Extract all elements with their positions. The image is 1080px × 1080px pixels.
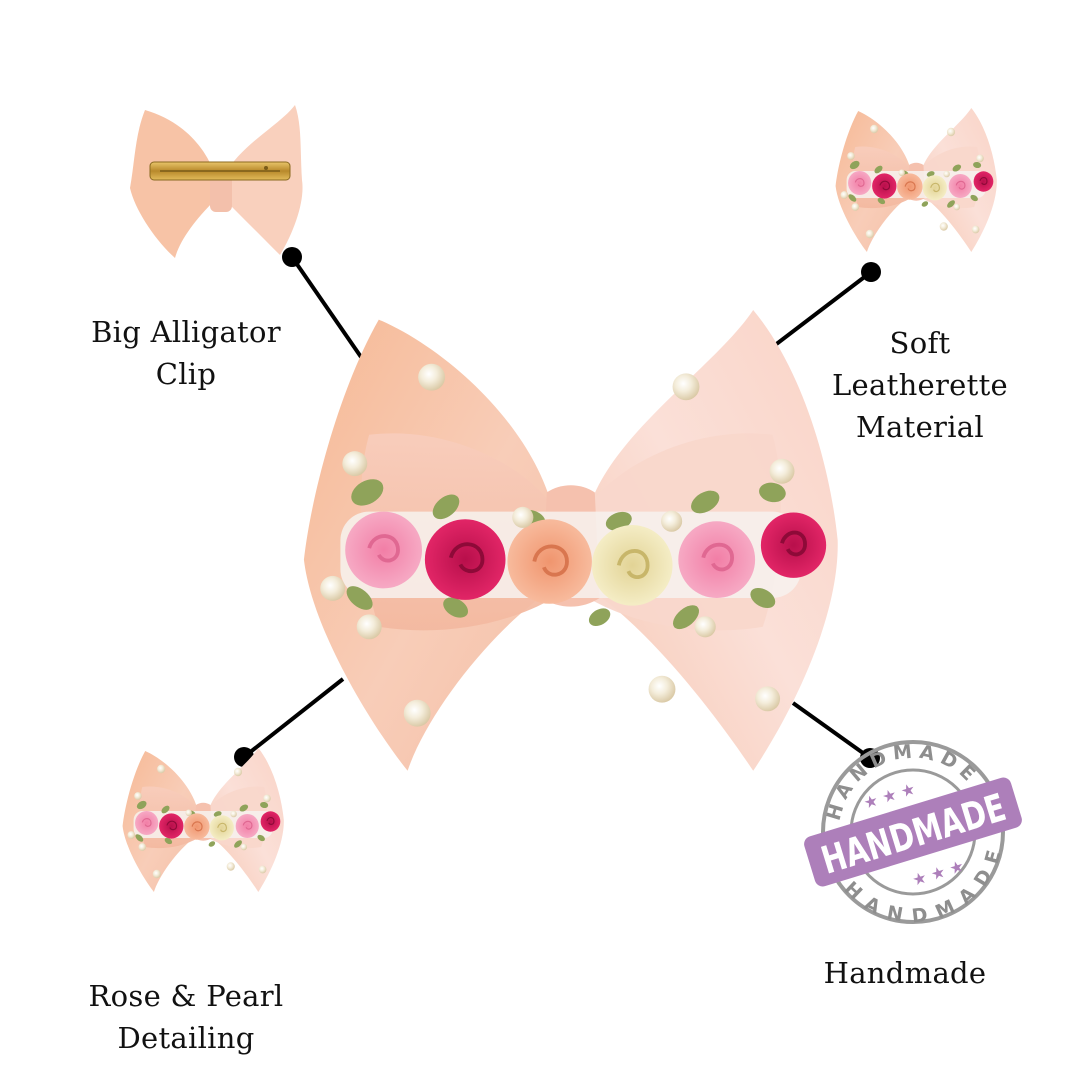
label-line: Detailing	[117, 1021, 255, 1055]
label-line: Handmade	[823, 956, 987, 990]
bow-front-small-bottom-image	[121, 747, 285, 893]
connector-clip	[282, 247, 372, 372]
label-line: Rose & Pearl	[88, 979, 284, 1013]
feature-label-handmade: Handmade	[790, 952, 1020, 994]
svg-text:★ ★ ★: ★ ★ ★	[910, 856, 966, 890]
feature-label-alligator-clip: Big Alligator Clip	[66, 311, 306, 395]
feature-label-leatherette: Soft Leatherette Material	[800, 322, 1040, 448]
bow-front-small-top-image	[834, 107, 998, 253]
label-line: Clip	[155, 357, 217, 391]
feature-label-rose-pearl: Rose & Pearl Detailing	[66, 975, 306, 1059]
label-line: Big Alligator	[91, 315, 281, 349]
label-line: Soft	[889, 326, 951, 360]
label-line: Leatherette	[832, 368, 1008, 402]
bow-back-clip-image	[130, 105, 303, 258]
main-bow-image	[302, 308, 840, 773]
handmade-stamp: HANDMADE HANDMADE ★ ★ ★ ★ ★ ★ HANDMADE	[804, 722, 1022, 947]
label-line: Material	[856, 410, 984, 444]
connector-handmade	[791, 701, 880, 768]
connector-rose	[234, 677, 345, 767]
